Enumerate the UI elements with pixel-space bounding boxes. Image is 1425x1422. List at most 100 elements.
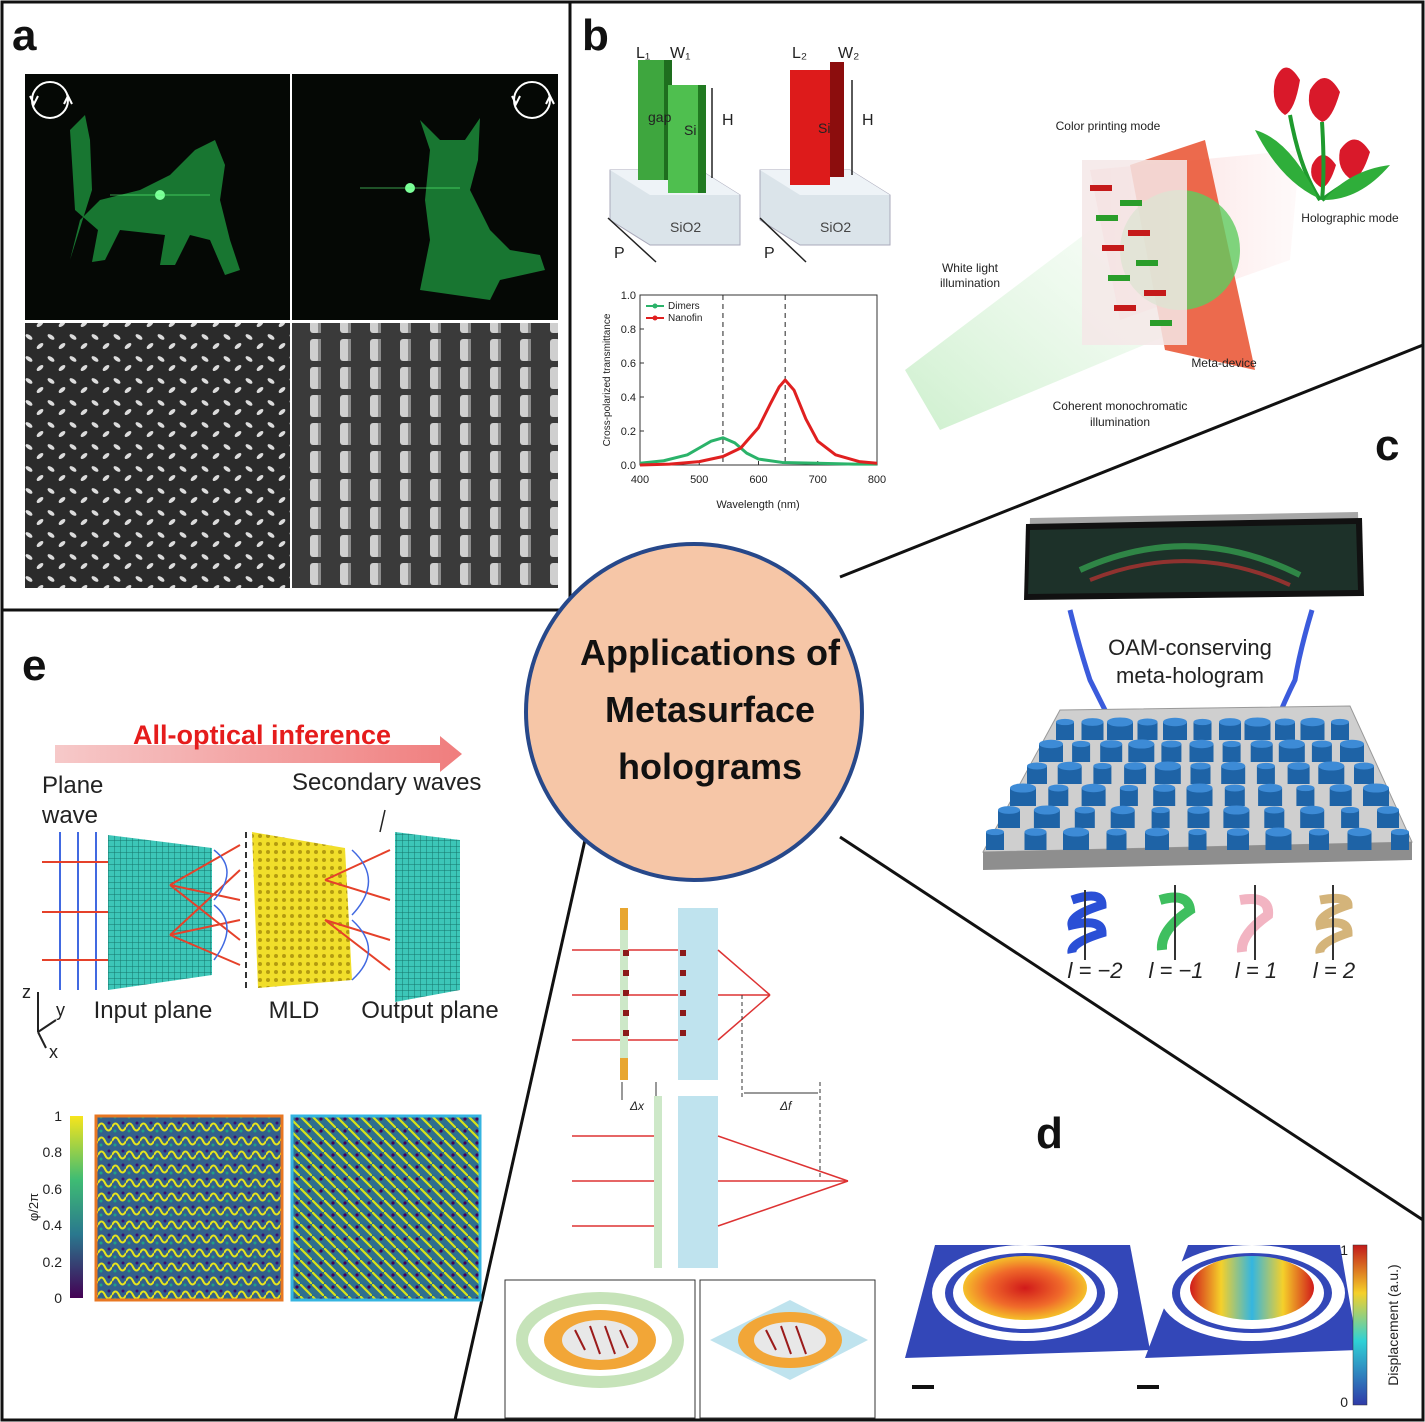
nanofin-p-label: P (764, 245, 775, 262)
pillar (1163, 722, 1187, 740)
chart-ylabel: Cross-polarized transmittance (602, 313, 613, 446)
pillar (1154, 766, 1181, 784)
colorbar-d-label: Displacement (a.u.) (1385, 1264, 1401, 1385)
secondary-wave-arcs (213, 849, 370, 981)
pillar-top (1074, 806, 1095, 814)
pillar-top (1264, 806, 1285, 814)
pillar-top (1027, 762, 1047, 770)
pillar (1391, 832, 1409, 850)
pillar (1189, 744, 1214, 762)
pillar (1341, 810, 1360, 828)
y-tick-label: 0.8 (621, 324, 636, 336)
phase-colorbar-label: φ/2π (26, 1193, 41, 1221)
output-plane-label: Output plane (361, 997, 498, 1024)
x-tick-label: 700 (809, 474, 827, 486)
plane-wave-label-2: wave (41, 802, 98, 829)
pillar (1074, 810, 1095, 828)
pillar-top (1063, 827, 1089, 837)
pillar (1081, 722, 1104, 740)
mld-layer (252, 832, 352, 988)
oam-title-1: OAM-conserving (1108, 635, 1272, 660)
pillar-top (1187, 806, 1210, 814)
x-tick-label: 500 (690, 474, 708, 486)
dimer-w-label: W₁ (670, 45, 691, 62)
pillar (1093, 766, 1112, 784)
phase-map-2 (290, 1114, 482, 1302)
pillar-top (1106, 828, 1127, 836)
nanofin-h-label: H (862, 112, 874, 129)
pillar-top (1219, 718, 1241, 726)
axes-icon (37, 992, 57, 1049)
pillar-top (1309, 828, 1329, 836)
pillar (1072, 744, 1091, 762)
pillar-top (1250, 740, 1273, 748)
pillar-top (1329, 784, 1352, 792)
panel-a: a (12, 11, 558, 588)
mld-label: MLD (269, 997, 320, 1024)
series-line-dimers (639, 436, 877, 466)
x-tick-label: 400 (631, 474, 649, 486)
pillar (1128, 744, 1155, 762)
legend-marker (652, 303, 658, 309)
device-illustration-1 (504, 1279, 696, 1419)
vortex-beam-left (1067, 609, 1113, 722)
pillar-top (1186, 783, 1213, 793)
pillar-top (998, 806, 1020, 814)
cat-silhouette (420, 118, 545, 300)
legend-label: Dimers (668, 301, 700, 312)
sem-perspective-view (292, 323, 558, 588)
oam-mode-icon (1315, 885, 1353, 960)
pillar-top (1189, 739, 1214, 749)
pillar (1222, 744, 1241, 762)
series-line-nanofin (639, 378, 878, 467)
pillar-top (1287, 762, 1310, 770)
pillar (1363, 788, 1389, 806)
dimer-gap-label: gap (648, 109, 672, 125)
pillar-top (1161, 740, 1182, 748)
pillar (1124, 766, 1147, 784)
panel-c-letter: c (1375, 421, 1399, 470)
pillar (998, 810, 1020, 828)
inference-title: All-optical inference (133, 720, 391, 750)
pillar (1145, 832, 1169, 850)
pillar-top (1151, 806, 1170, 814)
panel-a-letter: a (12, 11, 37, 60)
phase-tick: 0.4 (43, 1217, 63, 1233)
pillar (1106, 832, 1127, 850)
phase-colorbar (70, 1116, 83, 1298)
pillar-top (1347, 827, 1372, 837)
phase-map-1 (94, 1114, 284, 1302)
pillar (1110, 810, 1135, 828)
meta-device-illustration: Color printing mode Holographic mode Whi… (905, 67, 1399, 430)
pillar (1227, 832, 1249, 850)
pillar-top (1300, 805, 1325, 815)
plane-wave-label-1: Plane (42, 772, 103, 799)
pillar (1300, 810, 1325, 828)
delta-f-label: Δf (779, 1099, 793, 1113)
pillar-top (1256, 762, 1275, 770)
phase-tick: 0 (54, 1290, 62, 1306)
panel-e-letter: e (22, 641, 46, 690)
pillar (1107, 722, 1133, 740)
pillar (1057, 766, 1082, 784)
pillar (1354, 766, 1374, 784)
pillar (1048, 788, 1069, 806)
pillar (1188, 832, 1207, 850)
oam-title-2: meta-hologram (1116, 663, 1264, 688)
pillar-top (1100, 740, 1123, 748)
pillar-top (1057, 761, 1082, 771)
pillar-top (1341, 806, 1360, 814)
pillar-top (1275, 718, 1295, 726)
pillar (1329, 788, 1352, 806)
center-title-line2: Metasurface (605, 689, 815, 730)
pillar (1219, 722, 1241, 740)
holographic-mode-label: Holographic mode (1301, 211, 1399, 225)
pillar (1265, 832, 1292, 850)
pillar (1311, 744, 1332, 762)
pillar-top (1145, 827, 1169, 837)
pillar-top (1391, 828, 1409, 836)
pillar-top (986, 828, 1004, 836)
meta-device-label: Meta-device (1191, 356, 1257, 370)
pillar-top (1119, 784, 1138, 792)
pillar-top (1354, 762, 1374, 770)
